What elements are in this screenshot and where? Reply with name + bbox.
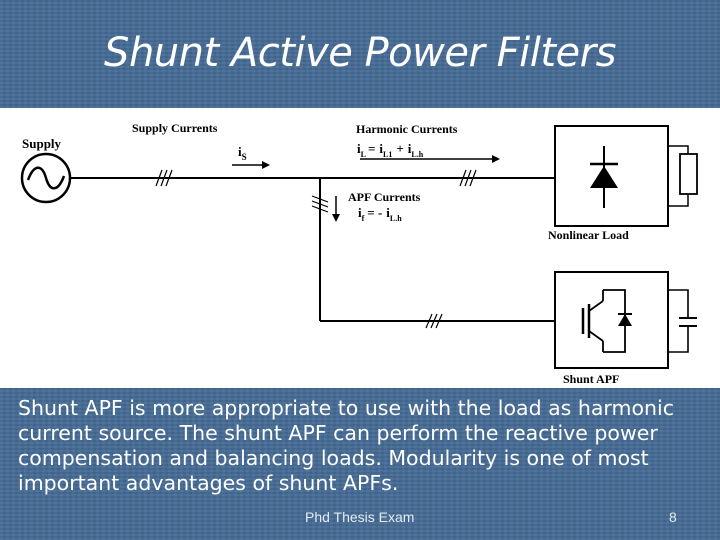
if-arrow-head	[332, 214, 340, 222]
is-symbol: iS	[238, 144, 247, 162]
slide-title: Shunt Active Power Filters	[104, 30, 616, 76]
shunt-apf-box	[554, 271, 669, 369]
supply-currents-label: Supply Currents	[132, 121, 218, 135]
supply-source	[20, 152, 72, 204]
page-number: 8	[669, 509, 677, 525]
circuit-diagram-svg: Supply Supply Currents iS Harmonic Curre…	[20, 121, 698, 386]
shunt-apf-label: Shunt APF	[563, 372, 619, 386]
diode-symbol	[590, 146, 618, 208]
phase-marks-supply	[155, 169, 173, 187]
nonlinear-load-label: Nonlinear Load	[548, 228, 629, 242]
harmonic-equation: iL=iL1+iL.h	[357, 141, 424, 159]
nonlinear-load-box	[554, 125, 669, 227]
freewheel-diode	[618, 314, 632, 326]
phase-marks-apf	[425, 313, 443, 329]
phase-marks-vertical	[311, 195, 329, 213]
harmonic-currents-label: Harmonic Currents	[356, 122, 458, 136]
supply-label: Supply	[22, 136, 62, 151]
slide-body-text: Shunt APF is more appropriate to use wit…	[18, 396, 674, 495]
apf-equation: if= -iL.h	[358, 205, 402, 223]
capacitor-symbol	[668, 289, 697, 353]
phase-marks-load	[459, 169, 477, 187]
is-arrow-head	[262, 161, 270, 169]
resistor-symbol	[668, 145, 698, 207]
apf-currents-label: APF Currents	[348, 190, 421, 204]
il-arrow-head	[492, 155, 500, 163]
slide-footer: Phd Thesis Exam	[305, 509, 415, 525]
circuit-diagram: Supply Supply Currents iS Harmonic Curre…	[0, 108, 720, 388]
